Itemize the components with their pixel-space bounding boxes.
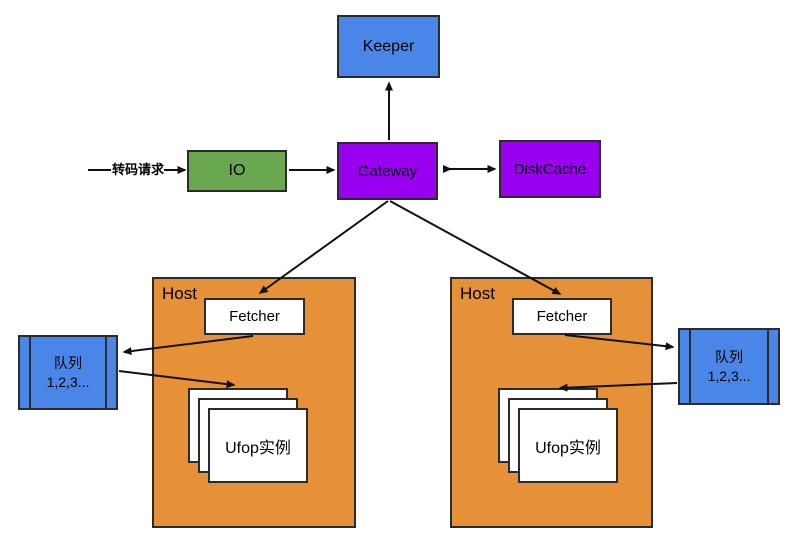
queue-right-title: 队列 — [715, 348, 743, 365]
queue-node-right: 队列 1,2,3... — [678, 328, 780, 405]
ufop-stack-left-front-card: Ufop实例 — [208, 408, 308, 483]
queue-left-items: 1,2,3... — [46, 373, 90, 390]
keeper-node: Keeper — [337, 15, 440, 78]
queue-left-title: 队列 — [54, 354, 82, 371]
io-node: IO — [187, 150, 287, 192]
diskcache-node: DiskCache — [499, 140, 601, 198]
ufop-stack-right-front-card: Ufop实例 — [518, 408, 618, 483]
queue-node-left: 队列 1,2,3... — [18, 335, 118, 410]
gateway-node: Gateway — [337, 142, 438, 200]
transcode-request-label: 转码请求 — [111, 162, 164, 177]
host-right-label: Host — [460, 284, 495, 303]
fetcher-node-right: Fetcher — [512, 298, 612, 335]
arrow-gateway-diskcache-start-head — [443, 165, 452, 173]
host-left-label: Host — [162, 284, 197, 303]
fetcher-node-left: Fetcher — [204, 298, 305, 335]
queue-right-items: 1,2,3... — [707, 367, 751, 384]
